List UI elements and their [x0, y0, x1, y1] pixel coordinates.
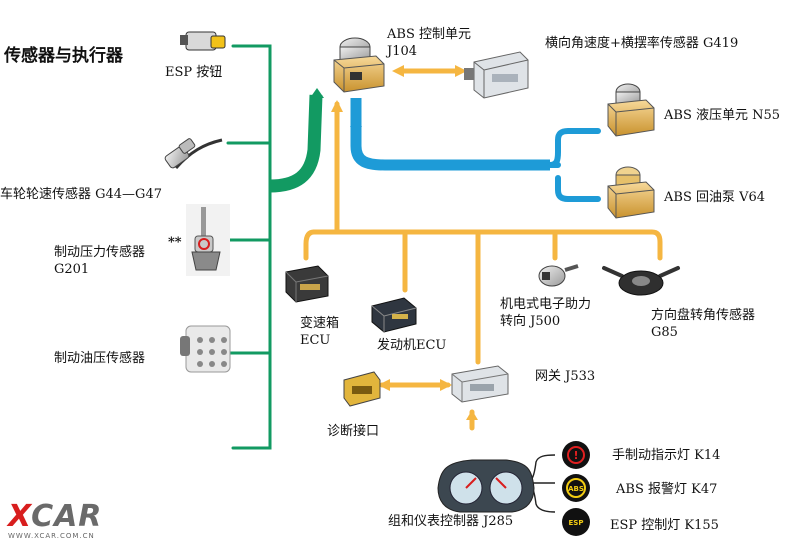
xcar-watermark: XCAR WWW.XCAR.COM.CN — [8, 499, 103, 541]
esp-lamp-symbol: ESP — [569, 519, 584, 527]
abs-lamp-icon: ABS — [562, 474, 590, 502]
instrument-cluster-icon — [437, 459, 535, 513]
diagnostic-port-icon — [343, 371, 381, 407]
brake-pressure-sensor-name: 制动压力传感器 — [54, 245, 146, 260]
wheel-speed-sensor-icon — [164, 138, 223, 169]
steering-angle-sensor-icon — [602, 266, 680, 296]
abs-control-unit-code: J104 — [387, 44, 418, 59]
sensor-bus-trunk — [269, 94, 323, 193]
abs-control-unit-icon — [333, 37, 385, 93]
gearbox-ecu-code: ECU — [300, 333, 331, 348]
abs-to-g419-arrow — [392, 65, 467, 77]
instrument-cluster-label: 组和仪表控制器 J285 — [388, 514, 514, 529]
handbrake-lamp-symbol: ! — [573, 449, 578, 462]
diagram-title: 传感器与执行器 — [4, 46, 123, 66]
abs-control-unit-name: ABS 控制单元 — [387, 27, 471, 42]
brake-fluid-pressure-sensor-icon — [180, 325, 231, 373]
hydraulic-arrow-icon — [350, 126, 362, 138]
brake-fluid-pressure-sensor-label: 制动油压传感器 — [54, 351, 146, 366]
abs-lamp-symbol: ABS — [568, 485, 584, 493]
gearbox-ecu-label: 变速箱 ECU — [300, 315, 339, 349]
brake-pressure-mark: ** — [168, 235, 182, 250]
gearbox-ecu-icon — [285, 265, 329, 303]
steering-angle-sensor-label: 方向盘转角传感器 G85 — [651, 307, 755, 341]
can-up-arrow-icon — [331, 100, 343, 112]
sensor-bus-arrow-icon — [310, 88, 324, 98]
esp-button-icon — [180, 31, 226, 51]
power-steering-label: 机电式电子助力 转向 J500 — [500, 296, 591, 330]
hydraulic-line — [350, 98, 550, 171]
abs-return-pump-icon — [607, 166, 655, 219]
power-steering-code: 转向 J500 — [500, 314, 561, 329]
gateway-label: 网关 J533 — [535, 369, 596, 384]
gearbox-ecu-name: 变速箱 — [300, 316, 340, 331]
xcar-url: WWW.XCAR.COM.CN — [8, 532, 95, 540]
engine-ecu-label: 发动机ECU — [377, 338, 447, 353]
wheel-speed-sensor-label: 车轮轮速传感器 G44—G47 — [0, 187, 162, 202]
power-steering-name: 机电式电子助力 — [500, 297, 592, 312]
sensor-bus-lines — [226, 44, 272, 450]
diagnostic-port-label: 诊断接口 — [327, 424, 380, 439]
yaw-rate-sensor-icon — [464, 51, 529, 99]
yaw-rate-sensor-label: 横向角速度+横摆率传感器 G419 — [545, 36, 739, 51]
can-left-arrow-icon — [378, 379, 390, 391]
abs-hydraulic-unit-icon — [607, 83, 655, 137]
brake-pressure-sensor-code: G201 — [54, 262, 90, 277]
abs-hydraulic-unit-label: ABS 液压单元 N55 — [664, 108, 781, 123]
cluster-up-arrow-icon — [466, 410, 478, 420]
esp-lamp-icon: ESP — [562, 508, 590, 536]
engine-ecu-icon — [371, 297, 417, 333]
abs-return-pump-label: ABS 回油泵 V64 — [664, 190, 766, 205]
esp-button-label: ESP 按钮 — [165, 65, 223, 80]
can-bus-lines — [303, 101, 663, 431]
power-steering-motor-icon — [538, 264, 579, 287]
abs-control-unit-label: ABS 控制单元 J104 — [387, 26, 471, 60]
brake-pressure-sensor-icon — [186, 204, 230, 276]
can-right-arrow-icon — [440, 379, 452, 391]
steering-angle-sensor-name: 方向盘转角传感器 — [651, 308, 756, 323]
esp-control-lamp-label: ESP 控制灯 K155 — [610, 518, 719, 533]
abs-warning-lamp-label: ABS 报警灯 K47 — [616, 482, 718, 497]
brake-pressure-sensor-label: 制动压力传感器 G201 — [54, 244, 145, 278]
xcar-logo: XCAR — [8, 499, 103, 534]
handbrake-lamp-icon: ! — [562, 441, 590, 469]
hydraulic-bracket — [547, 128, 601, 202]
handbrake-lamp-label: 手制动指示灯 K14 — [612, 448, 721, 463]
gateway-icon — [451, 365, 509, 403]
steering-angle-sensor-code: G85 — [651, 325, 678, 340]
